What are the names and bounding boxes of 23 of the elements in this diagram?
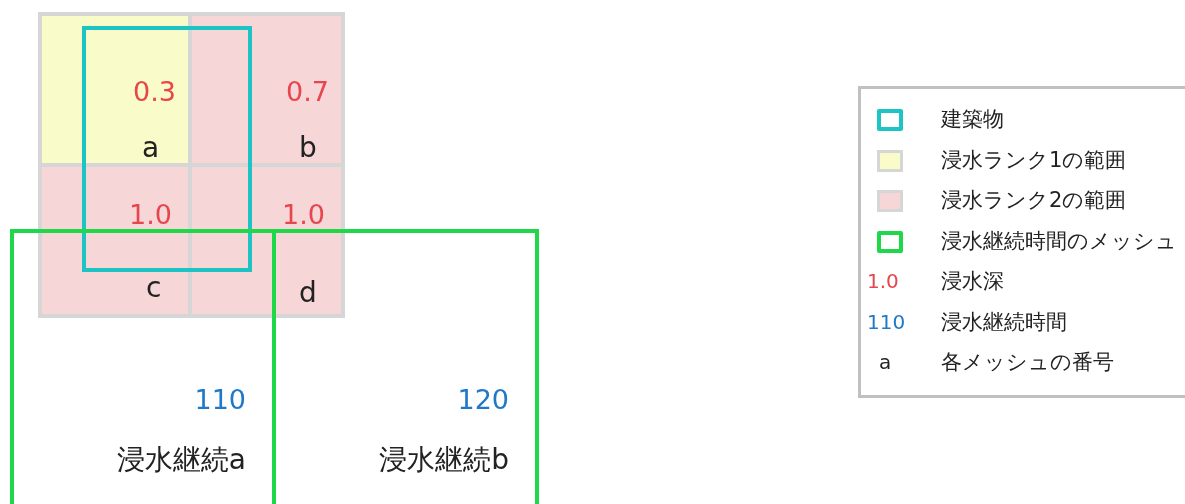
depth-value: 0.3 (133, 78, 176, 105)
mesh-letter: d (299, 279, 317, 307)
duration-value: 110 (194, 386, 246, 413)
mesh-letter: a (142, 134, 160, 162)
mesh-name: 浸水継続a (116, 446, 246, 474)
legend-sample: 110 (867, 311, 906, 332)
legend-text: 各メッシュの番号 (941, 352, 1114, 373)
building-outline (82, 26, 252, 272)
depth-value: 0.7 (286, 78, 329, 105)
depth-value: 1.0 (282, 201, 325, 228)
legend-sample: a (879, 352, 892, 372)
depth-value: 1.0 (129, 201, 172, 228)
duration-value: 120 (457, 386, 509, 413)
legend-sample: 1.0 (867, 271, 899, 291)
legend-text: 浸水継続時間 (941, 311, 1067, 333)
mesh-letter: c (146, 274, 162, 302)
legend-text: 建築物 (941, 109, 1004, 130)
legend-text: 浸水ランク2の範囲 (941, 190, 1127, 211)
legend-text: 浸水継続時間のメッシュ (941, 230, 1177, 252)
mesh-letter: b (299, 134, 317, 162)
mesh-name: 浸水継続b (379, 446, 509, 474)
legend-text: 浸水深 (941, 271, 1004, 292)
legend-text: 浸水ランク1の範囲 (941, 149, 1127, 171)
